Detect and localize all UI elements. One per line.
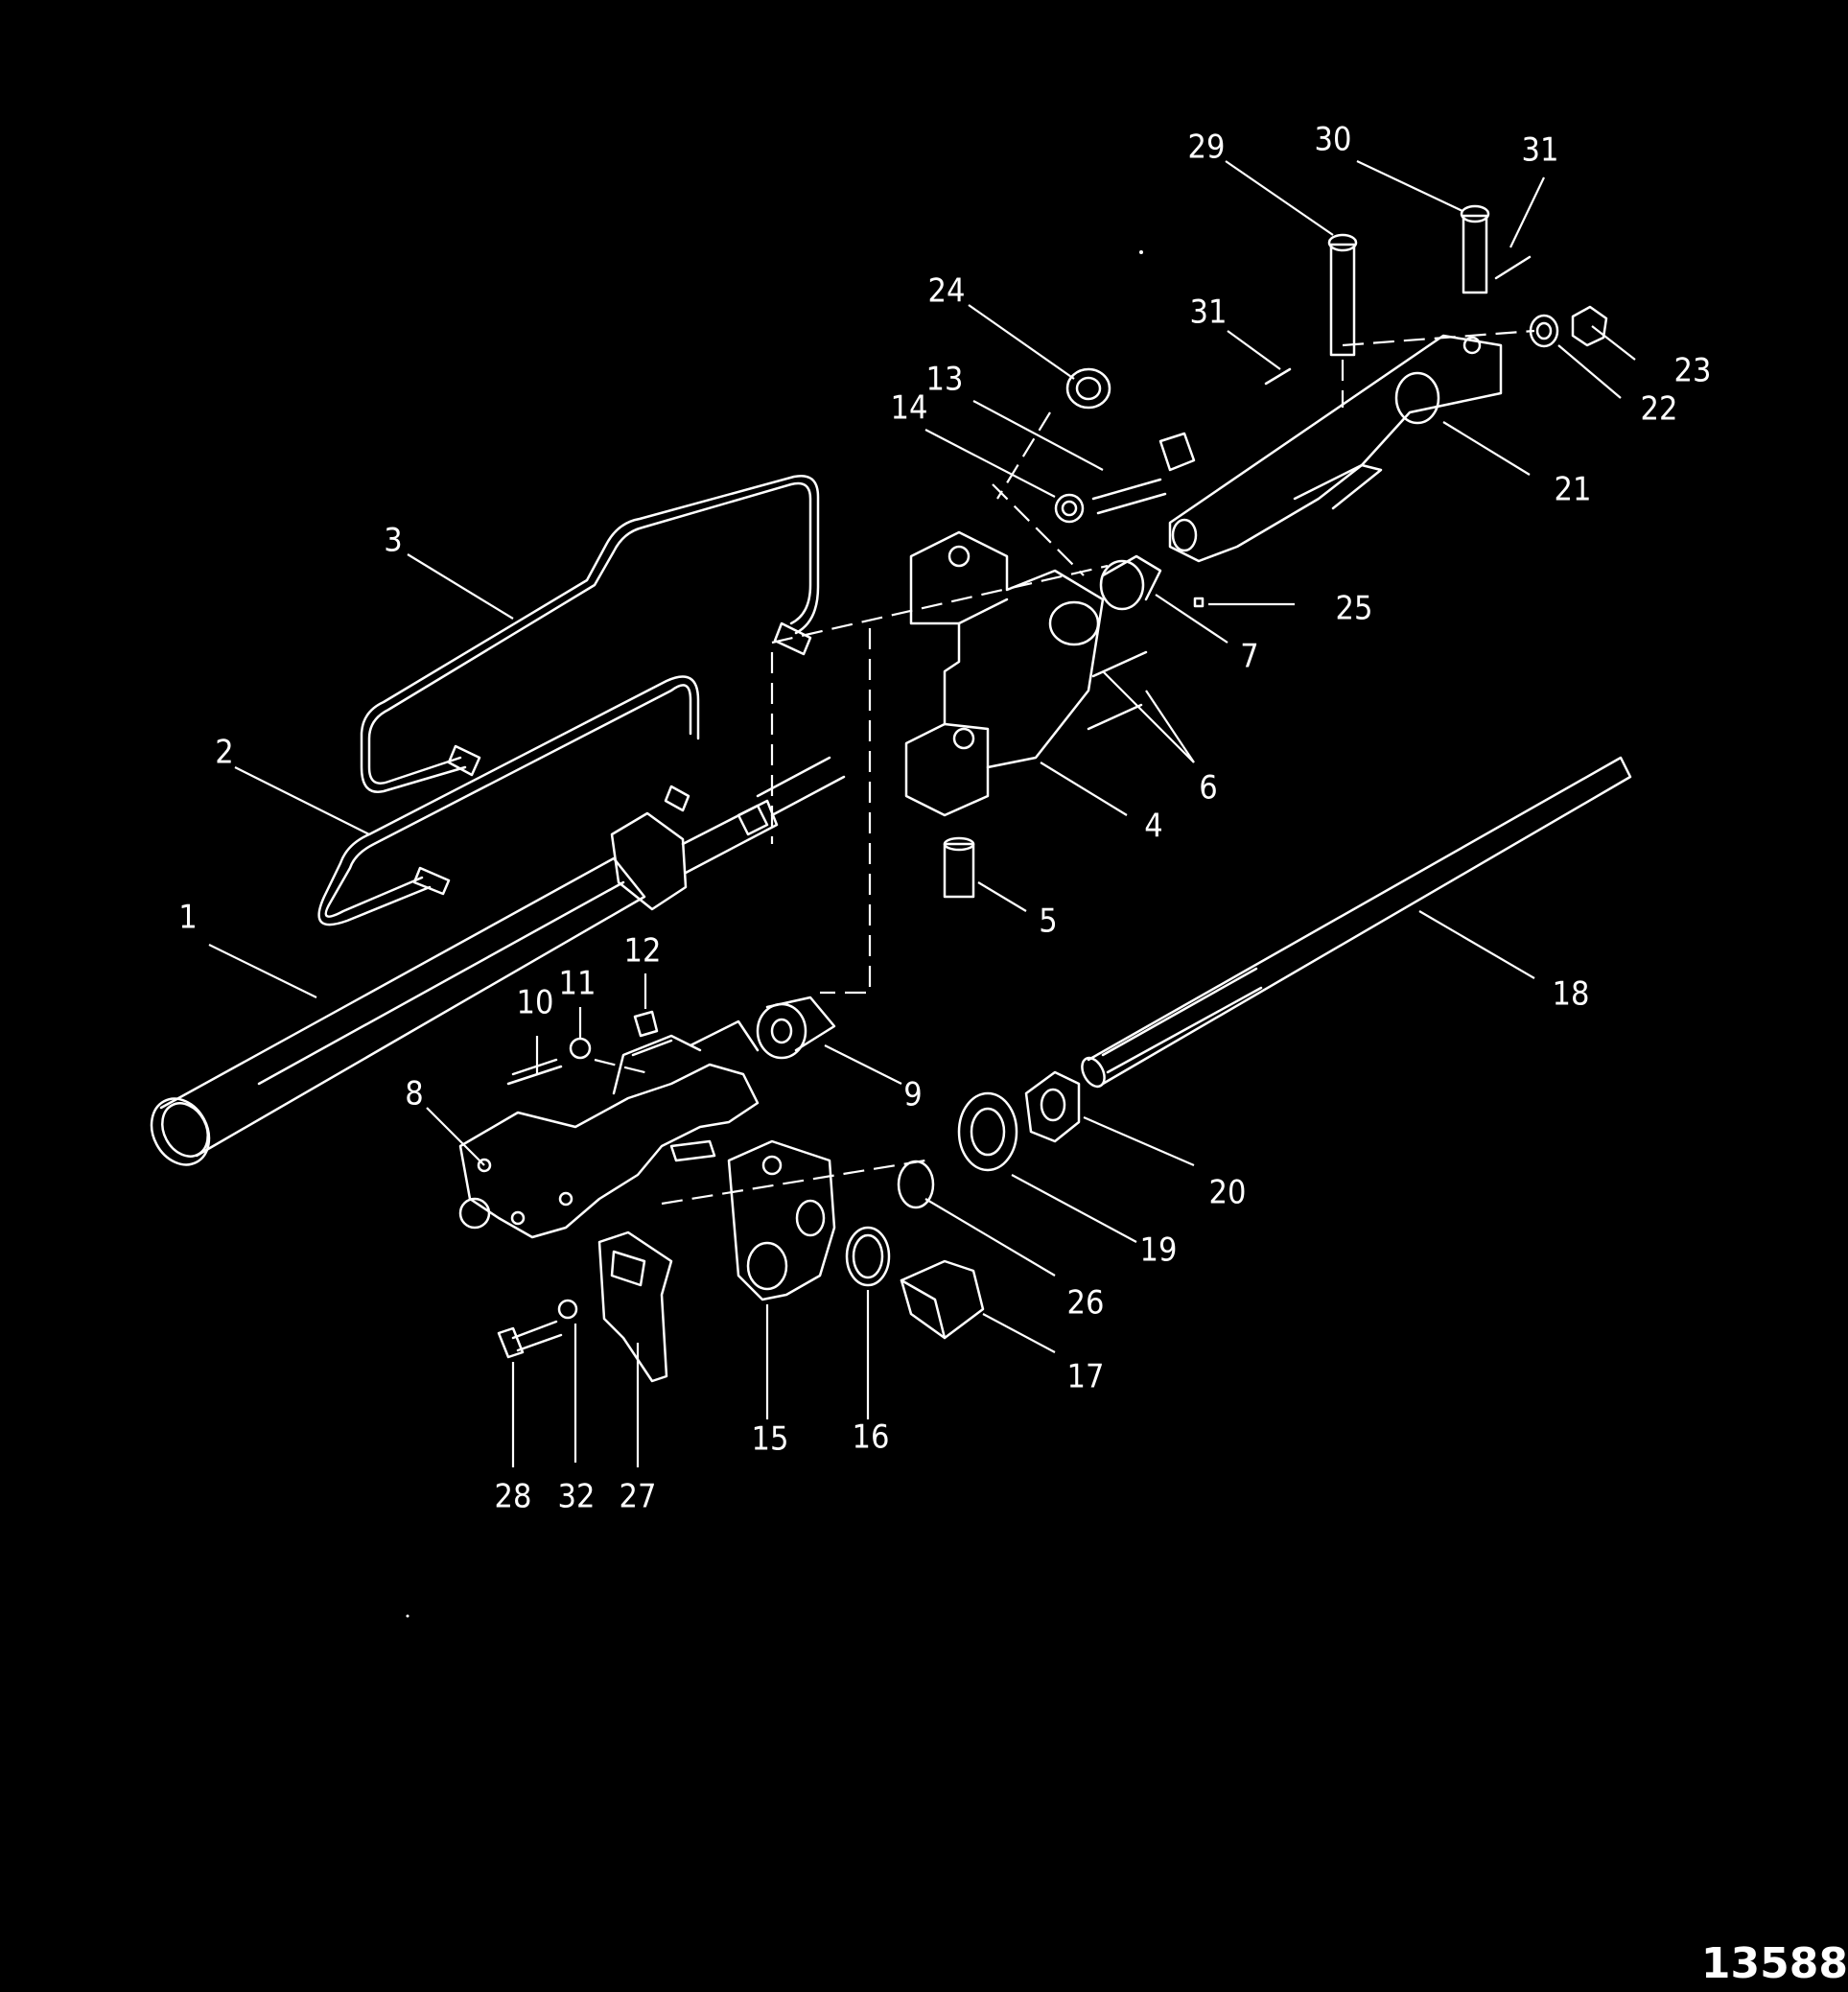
callout-9: 9: [903, 1076, 922, 1114]
part-2-hydraulic-line: [317, 675, 700, 926]
callout-22: 22: [1641, 390, 1678, 429]
callout-16: 16: [853, 1418, 890, 1457]
callout-23: 23: [1674, 352, 1712, 390]
part-6-roll-pins: [1087, 650, 1148, 731]
callout-14: 14: [891, 389, 928, 428]
part-8-valve: [458, 1019, 760, 1239]
assembly-centerlines: [594, 329, 1535, 1206]
speck: [406, 1614, 409, 1618]
speck: [1139, 250, 1143, 254]
part-1-tube: [150, 856, 646, 1166]
part-25-key: [1193, 597, 1205, 608]
callout-10: 10: [517, 984, 554, 1022]
callout-29: 29: [1188, 129, 1226, 167]
callout-7: 7: [1240, 638, 1258, 676]
callout-11: 11: [559, 965, 597, 1003]
parts-16-19-20-26-washers-nuts: [845, 1070, 1081, 1287]
part-5-pin: [943, 836, 975, 899]
parts-28-32-bolt-washer: [497, 1299, 578, 1359]
callout-30: 30: [1315, 121, 1352, 159]
callout-1: 1: [178, 899, 197, 937]
part-3-hydraulic-line: [360, 474, 820, 793]
callout-25: 25: [1336, 590, 1373, 628]
callout-15: 15: [752, 1420, 789, 1459]
callout-3: 3: [384, 522, 402, 560]
callout-5: 5: [1039, 902, 1057, 941]
part-15-clamp-block: [727, 1139, 836, 1301]
part-27-plate: [597, 1230, 673, 1383]
callout-31-right: 31: [1522, 131, 1559, 170]
callout-8: 8: [405, 1075, 423, 1113]
callout-20: 20: [1209, 1174, 1247, 1212]
callout-26: 26: [1067, 1284, 1105, 1323]
callout-12: 12: [624, 932, 662, 971]
part-17-plug: [900, 1259, 985, 1340]
parts-29-30-31-pins: [1264, 204, 1532, 386]
callout-4: 4: [1144, 808, 1162, 846]
callout-2: 2: [215, 734, 233, 772]
parts-13-14-24-fasteners: [1054, 367, 1196, 524]
callout-18: 18: [1553, 975, 1590, 1014]
part-4-bracket: [904, 530, 1105, 817]
callout-19: 19: [1140, 1231, 1178, 1270]
callout-13: 13: [926, 361, 964, 399]
leader-lines: [208, 160, 1636, 1467]
part-18-shaft: [1081, 756, 1632, 1089]
callout-6: 6: [1199, 769, 1217, 808]
parts-10-11-12-fasteners: [506, 1010, 659, 1086]
part-9-sleeve: [756, 996, 836, 1060]
callout-labels: 1 2 3 4 5 6 7 8 9 10 11 12 13 14 15 16 1…: [178, 121, 1711, 1516]
parts-22-23-washer-nut: [1529, 305, 1608, 348]
part-7-bushing: [1099, 554, 1162, 611]
part-cylinder-hex: [610, 756, 846, 911]
callout-27: 27: [620, 1478, 657, 1516]
callout-32: 32: [558, 1478, 596, 1516]
figure-number: 13588: [1700, 1939, 1848, 1988]
part-21-steering-arm: [1168, 334, 1503, 563]
callout-31-left: 31: [1190, 293, 1228, 332]
callout-21: 21: [1555, 471, 1592, 509]
callout-17: 17: [1067, 1358, 1105, 1396]
callout-28: 28: [495, 1478, 532, 1516]
callout-24: 24: [928, 272, 966, 311]
